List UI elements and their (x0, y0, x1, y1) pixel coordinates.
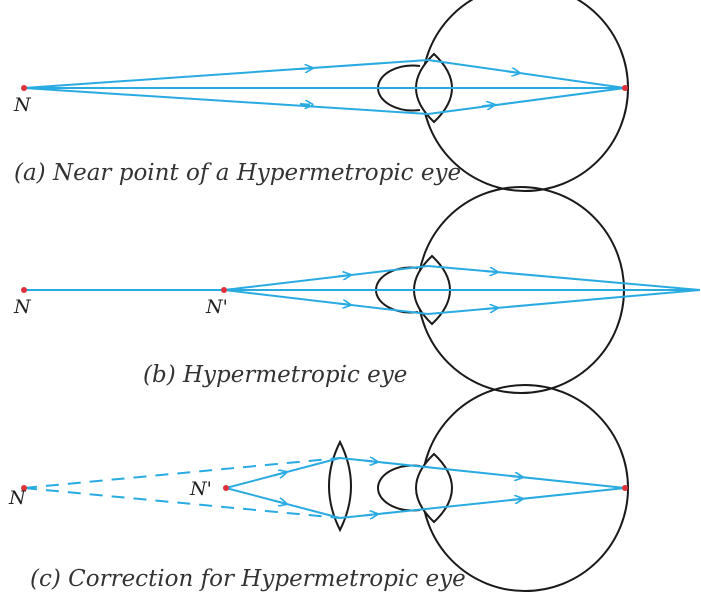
eye-lens (415, 452, 453, 524)
arrow-head (299, 104, 310, 105)
panel-c (21, 384, 629, 592)
arrow-head (364, 461, 375, 462)
arrow-head (481, 105, 492, 106)
panel-b (21, 186, 701, 394)
arrow-head (484, 271, 495, 272)
shifted-point-label: N' (190, 478, 212, 500)
shifted-point-dot (223, 485, 229, 491)
cornea (376, 464, 421, 512)
shifted-point-dot (221, 287, 227, 293)
arrow-head (273, 501, 284, 504)
arrow-head (364, 514, 375, 515)
near-point-dot (21, 85, 27, 91)
panel-a-caption: (a) Near point of a Hypermetropic eye (14, 160, 462, 186)
near-point-label: N (14, 94, 31, 116)
arrow-head (273, 473, 284, 476)
arrow-head (299, 68, 310, 69)
ray (427, 289, 701, 315)
virtual-ray (23, 457, 341, 489)
arrow-head (509, 476, 520, 477)
panel-a (21, 0, 629, 192)
ray (339, 457, 626, 489)
image-point-dot (622, 85, 628, 91)
near-point-dot (21, 485, 27, 491)
panel-b-caption: (b) Hypermetropic eye (143, 362, 408, 388)
panel-c-caption: (c) Correction for Hypermetropic eye (30, 566, 466, 592)
arrow-head (337, 303, 348, 304)
ray (23, 87, 429, 115)
convex-corrective-lens (328, 439, 352, 533)
ray (427, 265, 701, 291)
ray (23, 59, 429, 89)
shifted-point-label: N' (206, 296, 228, 318)
arrow-head (509, 499, 520, 500)
near-point-dot (21, 287, 27, 293)
ray (339, 487, 626, 519)
virtual-ray (23, 487, 341, 519)
ray (427, 87, 626, 115)
near-point-label: N (14, 296, 31, 318)
image-point-dot (622, 485, 628, 491)
ray (427, 59, 626, 89)
ray (223, 265, 429, 291)
arrow-head (337, 275, 348, 276)
ray (223, 289, 429, 315)
near-point-label: N (9, 487, 26, 509)
arrow-head (484, 308, 495, 309)
arrow-head (506, 71, 517, 72)
